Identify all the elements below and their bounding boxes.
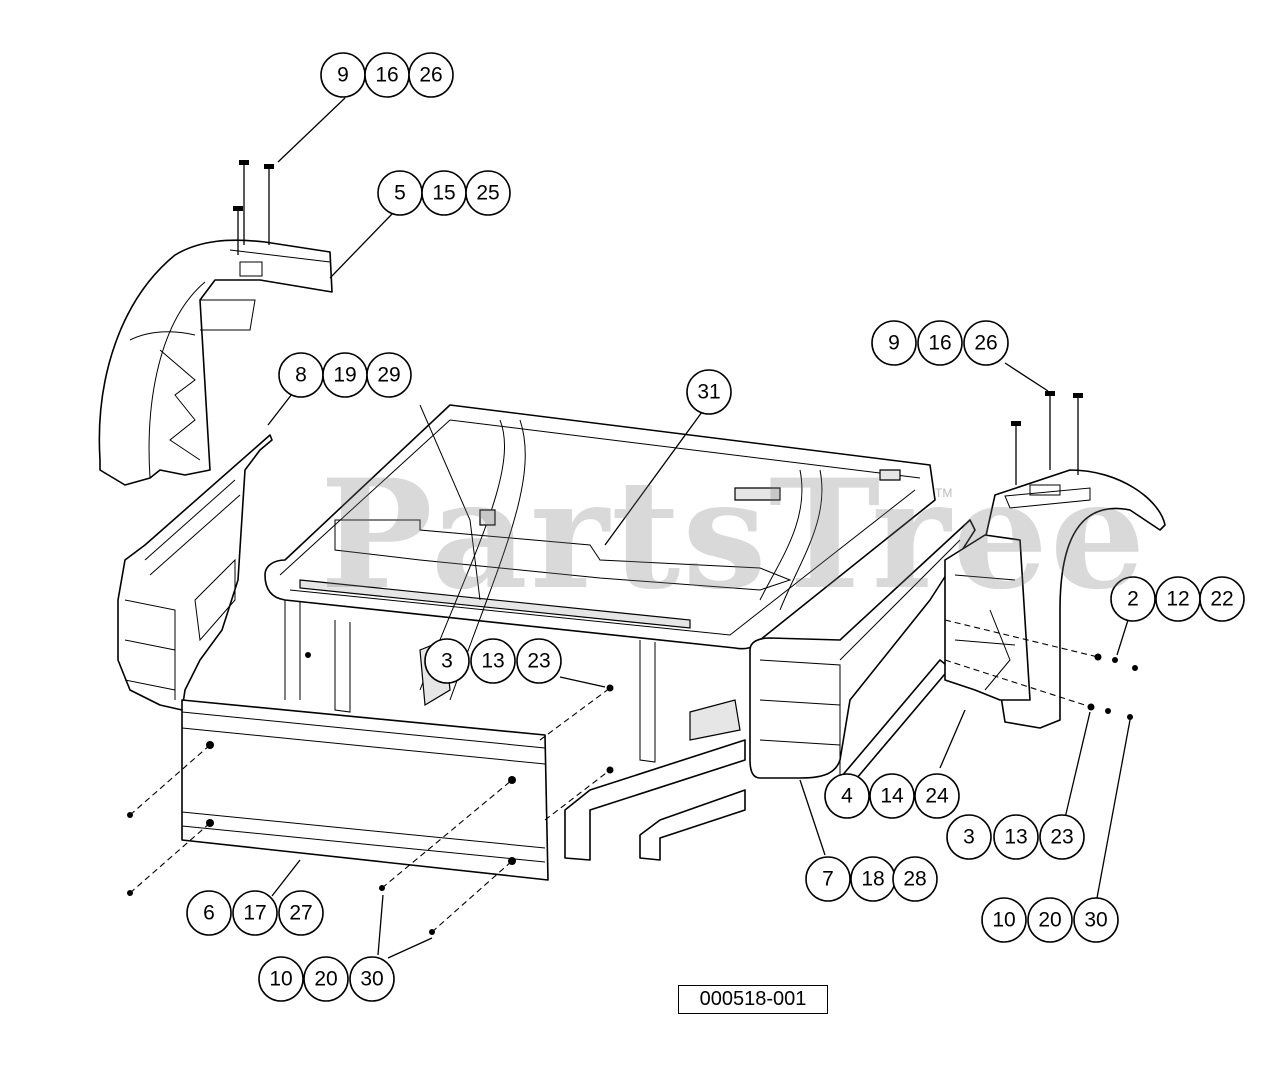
callout-bubble (278, 890, 324, 936)
callout-label: 15 (432, 182, 455, 205)
callout-label: 29 (377, 364, 400, 387)
callout-bubble (465, 170, 511, 216)
callout-group-6-17-27: 6 17 27 (186, 890, 324, 936)
callout-bubble (869, 773, 915, 819)
callout-group-8-19-29: 8 19 29 (278, 352, 412, 398)
callout-label: 23 (1050, 826, 1073, 849)
callout-label: 17 (243, 902, 266, 925)
callout-label: 10 (269, 968, 292, 991)
callout-label: 30 (360, 968, 383, 991)
callout-bubble (1073, 897, 1119, 943)
left-fender (98, 239, 333, 486)
callout-group-3-13-23-center: 3 13 23 (424, 638, 562, 684)
callout-label: 5 (394, 182, 406, 205)
callout-bubble (1027, 897, 1073, 943)
callout-bubble (186, 890, 232, 936)
callout-label: 18 (861, 868, 884, 891)
callout-bubble (892, 856, 938, 902)
left-side-panel (117, 434, 273, 711)
figure-id-label: 000518-001 (678, 985, 828, 1014)
callout-bubble (993, 814, 1039, 860)
callout-label: 4 (841, 785, 853, 808)
callout-group-9-16-26-top: 9 16 26 (320, 52, 454, 98)
callout-bubble (470, 638, 516, 684)
callout-label: 3 (441, 650, 453, 673)
callout-label: 3 (963, 826, 975, 849)
callout-label: 25 (476, 182, 499, 205)
callout-label: 2 (1127, 588, 1139, 611)
callout-bubble (424, 638, 470, 684)
callout-bubble (917, 320, 963, 366)
callout-bubble (366, 352, 412, 398)
callout-bubble (914, 773, 960, 819)
callout-label: 13 (1004, 826, 1027, 849)
callout-bubble (232, 890, 278, 936)
watermark-trademark: TM (935, 486, 953, 500)
right-fender (944, 469, 1166, 729)
callout-bubble (824, 773, 870, 819)
front-panel (181, 699, 549, 881)
right-side-panel (749, 519, 976, 799)
callout-bubble (349, 956, 395, 1002)
callout-label: 8 (295, 364, 307, 387)
callout-bubble (871, 320, 917, 366)
callout-label: 12 (1166, 588, 1189, 611)
callout-bubble (408, 52, 454, 98)
callout-bubble (303, 956, 349, 1002)
callout-bubble (981, 897, 1027, 943)
callout-bubble (963, 320, 1009, 366)
callout-bubble (686, 369, 732, 415)
callout-label: 14 (880, 785, 904, 808)
callout-bubble (805, 856, 851, 902)
callout-label: 26 (419, 64, 442, 87)
callout-label: 27 (289, 902, 312, 925)
callout-label: 16 (928, 332, 951, 355)
callout-bubble (1199, 576, 1245, 622)
callout-bubble (1110, 576, 1156, 622)
callout-label: 23 (527, 650, 550, 673)
callout-group-5-15-25: 5 15 25 (377, 170, 511, 216)
callout-label: 20 (314, 968, 337, 991)
callout-label: 31 (697, 381, 720, 404)
callout-group-7-18-28: 7 18 28 (805, 856, 938, 902)
callout-label: 9 (888, 332, 900, 355)
callout-label: 26 (974, 332, 997, 355)
callout-label: 6 (203, 902, 215, 925)
callout-label: 22 (1210, 588, 1233, 611)
callout-bubble (946, 814, 992, 860)
callout-bubble (258, 956, 304, 1002)
callout-label: 13 (481, 650, 504, 673)
callout-group-10-20-30-bottom: 10 20 30 (258, 956, 395, 1002)
leader-lines (267, 97, 1131, 959)
callout-label: 24 (925, 785, 949, 808)
callout-group-4-14-24: 4 14 24 (824, 773, 960, 819)
callout-label: 30 (1084, 909, 1107, 932)
callout-group-10-20-30-right: 10 20 30 (981, 897, 1119, 943)
assembly-lines (129, 619, 1099, 933)
callout-group-2-12-22: 2 12 22 (1110, 576, 1245, 622)
callout-group-9-16-26-right: 9 16 26 (871, 320, 1009, 366)
callout-group-3-13-23-right: 3 13 23 (946, 814, 1085, 860)
callout-label: 28 (903, 868, 926, 891)
callout-label: 10 (992, 909, 1015, 932)
callout-label: 7 (822, 868, 834, 891)
callout-31: 31 (686, 369, 732, 415)
callout-label: 9 (337, 64, 349, 87)
callout-bubble (516, 638, 562, 684)
callout-label: 19 (333, 364, 356, 387)
callout-label: 20 (1038, 909, 1061, 932)
callout-bubble (1039, 814, 1085, 860)
callout-label: 16 (375, 64, 398, 87)
